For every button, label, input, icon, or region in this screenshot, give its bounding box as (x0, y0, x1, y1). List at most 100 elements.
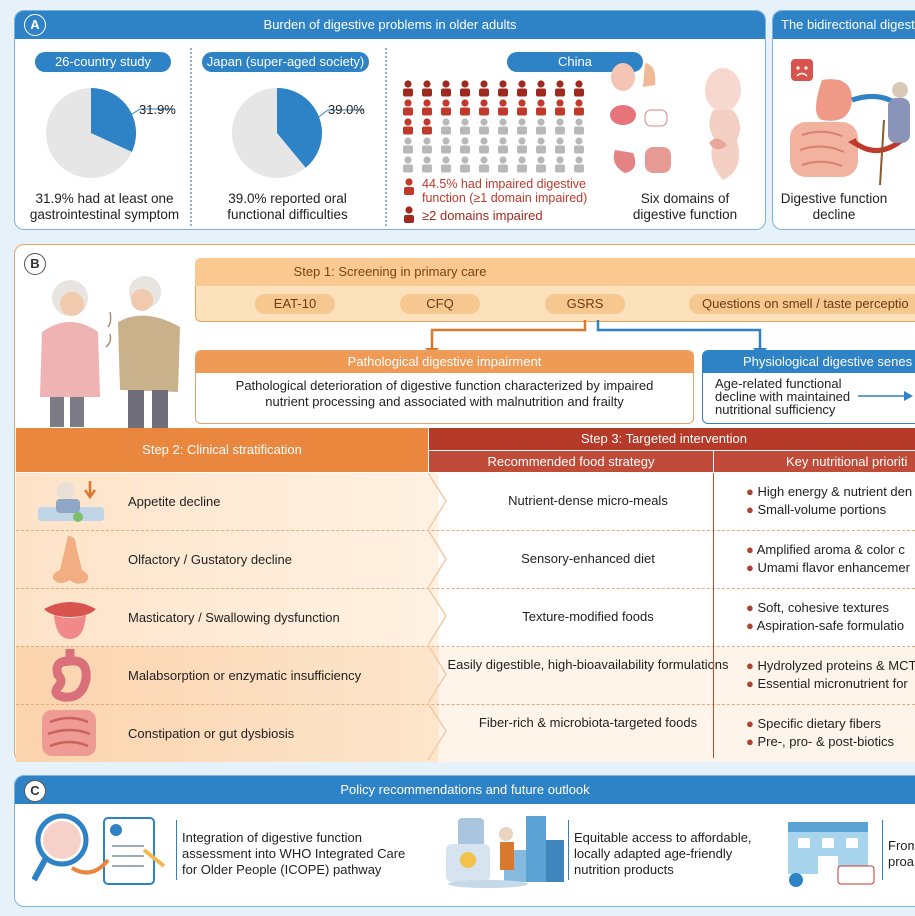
pathological-desc: Pathological deterioration of digestive … (235, 378, 654, 409)
person-icon (517, 80, 527, 97)
person-icon (517, 99, 527, 116)
tool-gsrs: GSRS (545, 294, 625, 314)
person-icon (441, 137, 451, 154)
person-icon (517, 156, 527, 173)
person-icon (479, 118, 489, 135)
nutrition-2: Pre-, pro- & post-biotics (757, 734, 895, 749)
person-icon (422, 137, 432, 154)
policy-item-icope: Integration of digestive function assess… (182, 830, 406, 877)
row-food: Texture-modified foods (522, 609, 654, 624)
pathological-box: Pathological digestive impairment Pathol… (195, 350, 694, 424)
person-icon (441, 156, 451, 173)
person-icon (441, 99, 451, 116)
person-icon (460, 118, 470, 135)
person-icon (422, 156, 432, 173)
intestine-icon (42, 710, 96, 756)
divider (385, 48, 387, 226)
person-icon (479, 156, 489, 173)
person-icon (536, 118, 546, 135)
row-nutrition: ● Specific dietary fibers● Pre-, pro- & … (746, 716, 895, 749)
person-icon (441, 118, 451, 135)
col-divider (713, 473, 714, 758)
panel-c-header: Policy recommendations and future outloo… (15, 776, 915, 804)
step1-title: Step 1: Screening in primary care (195, 258, 585, 286)
step1-title-bar (585, 258, 915, 286)
table-row: Masticatory / Swallowing dysfunction Tex… (16, 589, 915, 647)
panel-a-right-header: The bidirectional digesti (773, 11, 915, 39)
row-food: Easily digestible, high-bioavailability … (447, 657, 729, 672)
nutrition-1: Hydrolyzed proteins & MCT (757, 658, 915, 673)
person-icon (498, 99, 508, 116)
person-icon (403, 80, 413, 97)
physiological-desc: Age-related functional decline with main… (715, 376, 851, 417)
person-icon (403, 118, 413, 135)
pct-japan: 39.0% (328, 102, 365, 117)
row-label: Olfactory / Gustatory decline (128, 552, 293, 567)
nutrition-2: Small-volume portions (757, 502, 887, 517)
pie-chart-26-country (46, 88, 174, 178)
pathological-title: Pathological digestive impairment (196, 351, 693, 373)
row-label: Masticatory / Swallowing dysfunction (128, 610, 340, 625)
person-icon (498, 118, 508, 135)
nutrition-1: Soft, cohesive textures (757, 600, 889, 615)
step3-header: Step 3: Targeted intervention (429, 428, 915, 450)
person-icon (422, 118, 432, 135)
col-food-header: Recommended food strategy (429, 451, 713, 472)
person-icon (403, 137, 413, 154)
policy-divider (176, 820, 177, 880)
row-label: Appetite decline (128, 494, 221, 509)
person-icon (574, 137, 584, 154)
row-food: Sensory-enhanced diet (521, 551, 655, 566)
panel-b-label: B (24, 253, 46, 275)
caption-six-domains: Six domains of digestive function (632, 191, 738, 222)
row-food: Fiber-rich & microbiota-targeted foods (478, 715, 698, 730)
person-icon (536, 137, 546, 154)
person-icon (536, 80, 546, 97)
person-icon (479, 99, 489, 116)
pct-26-country: 31.9% (139, 102, 176, 117)
products-city-icon (446, 816, 564, 888)
pie-chart-japan (232, 88, 364, 178)
person-icon (574, 99, 584, 116)
step2-header: Step 2: Clinical stratification (16, 428, 428, 472)
person-icon (422, 99, 432, 116)
person-icon (555, 156, 565, 173)
person-icon (498, 137, 508, 154)
digestive-system-illustration (610, 63, 741, 180)
person-icon (574, 156, 584, 173)
caption-japan: 39.0% reported oral functional difficult… (227, 191, 348, 222)
tool-cfq: CFQ (400, 294, 480, 314)
person-icon (517, 137, 527, 154)
physiological-box: Physiological digestive senes Age-relate… (702, 350, 915, 424)
nutrition-1: Specific dietary fibers (757, 716, 882, 731)
person-icon (498, 80, 508, 97)
row-label: Malabsorption or enzymatic insufficiency (128, 668, 362, 683)
row-nutrition: ● Soft, cohesive textures● Aspiration-sa… (746, 600, 905, 633)
table-row: Olfactory / Gustatory decline Sensory-en… (16, 531, 915, 589)
person-icon (460, 99, 470, 116)
nutrition-2: Aspiration-safe formulatio (756, 618, 905, 633)
caption-digestive-decline: Digestive function decline (780, 191, 888, 222)
person-icon (555, 99, 565, 116)
row-nutrition: ● High energy & nutrient den● Small-volu… (746, 484, 913, 517)
nutrition-1: High energy & nutrient den (757, 484, 913, 499)
nose-icon (52, 536, 89, 584)
person-icon (536, 156, 546, 173)
study-26-country-pill: 26-country study (35, 52, 171, 72)
policy-divider (568, 820, 569, 880)
panel-c-label: C (24, 780, 46, 802)
person-icon (555, 80, 565, 97)
elderly-couple-illustration (40, 276, 180, 428)
arrow-right-icon (858, 391, 913, 401)
person-icon (460, 80, 470, 97)
physiological-title: Physiological digestive senes (703, 351, 915, 373)
policy-item-from: From proa (888, 838, 914, 869)
legend-impaired: 44.5% had impaired digestive function (≥… (422, 177, 588, 205)
nutrition-2: Umami flavor enhancemer (757, 560, 910, 575)
sad-face-icon (791, 59, 813, 81)
row-food: Nutrient-dense micro-meals (508, 493, 668, 508)
nutrition-1: Amplified aroma & color c (756, 542, 905, 557)
tongue-icon (44, 602, 96, 639)
study-japan-pill: Japan (super-aged society) (202, 52, 369, 72)
person-icon (479, 80, 489, 97)
